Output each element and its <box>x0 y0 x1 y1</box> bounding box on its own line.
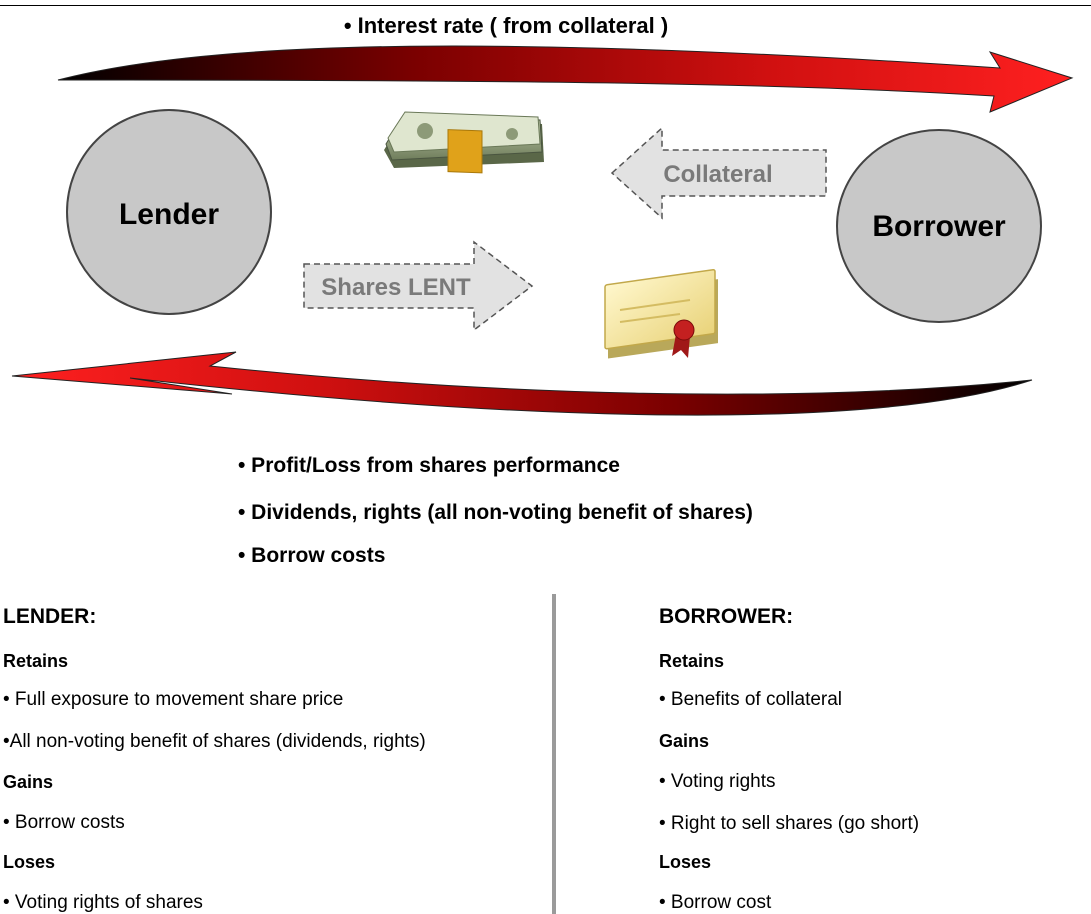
flow-item-profit-loss: • Profit/Loss from shares performance <box>238 454 620 477</box>
lender-loses-heading: Loses <box>3 852 56 872</box>
borrower-retains-item: • Benefits of collateral <box>659 689 843 710</box>
top-rule <box>0 5 1091 6</box>
interest-flow-arrow <box>57 45 1074 113</box>
lender-retains-item: •All non-voting benefit of shares (divid… <box>3 731 426 752</box>
shares-lent-arrow <box>303 240 534 332</box>
flow-item-borrow-costs: • Borrow costs <box>238 544 386 567</box>
shares-lent-label: Shares LENT <box>321 274 471 301</box>
column-divider <box>552 594 556 914</box>
borrower-loses-item: • Borrow cost <box>659 892 772 913</box>
borrower-retains-heading: Retains <box>659 651 725 671</box>
flow-diagram: Lender Borrower Collateral Shares LENT •… <box>11 13 1074 416</box>
borrower-circle <box>836 129 1042 323</box>
shares-return-flow-arrow <box>11 351 1033 416</box>
flow-item-dividends: • Dividends, rights (all non-voting bene… <box>238 501 753 524</box>
borrower-gains-item: • Voting rights <box>659 771 776 792</box>
interest-rate-label: • Interest rate ( from collateral ) <box>344 13 668 38</box>
lender-gains-heading: Gains <box>3 772 54 792</box>
lender-retains-item: • Full exposure to movement share price <box>3 689 344 710</box>
certificate-icon <box>604 269 718 359</box>
lender-circle <box>66 109 272 315</box>
borrower-loses-heading: Loses <box>659 852 712 872</box>
borrower-label: Borrower <box>872 210 1006 243</box>
collateral-label: Collateral <box>663 161 772 188</box>
lender-retains-heading: Retains <box>3 651 69 671</box>
lender-title: LENDER: <box>3 605 97 628</box>
borrower-title: BORROWER: <box>659 605 794 628</box>
money-stack-icon <box>384 111 544 174</box>
lender-gains-item: • Borrow costs <box>3 812 125 833</box>
borrower-gains-item: • Right to sell shares (go short) <box>659 813 920 834</box>
borrower-gains-heading: Gains <box>659 731 710 751</box>
lender-label: Lender <box>119 198 219 231</box>
lender-loses-item: • Voting rights of shares <box>3 892 203 913</box>
collateral-arrow <box>610 126 827 220</box>
